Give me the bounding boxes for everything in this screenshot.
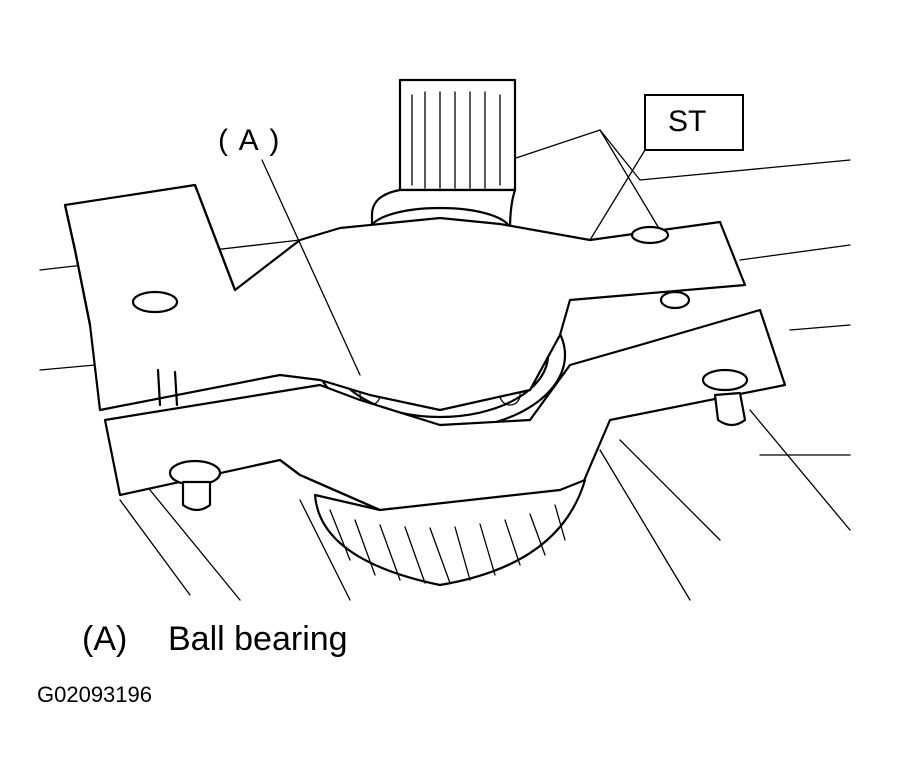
bolts (131, 225, 749, 512)
workbench-lines (39, 129, 851, 601)
st-label-box (644, 94, 744, 151)
legend-key: (A) (82, 620, 128, 658)
figure-id: G02093196 (37, 682, 152, 707)
special-tool-callout-label: ST (668, 105, 707, 138)
helical-gear (313, 478, 587, 587)
legend-description: Ball bearing (168, 620, 348, 658)
leader-lines (261, 149, 646, 376)
bearing-callout-label: ( A ) (218, 124, 282, 157)
legend: (A) Ball bearing (82, 620, 348, 659)
special-tool-lower-plate (103, 308, 787, 512)
